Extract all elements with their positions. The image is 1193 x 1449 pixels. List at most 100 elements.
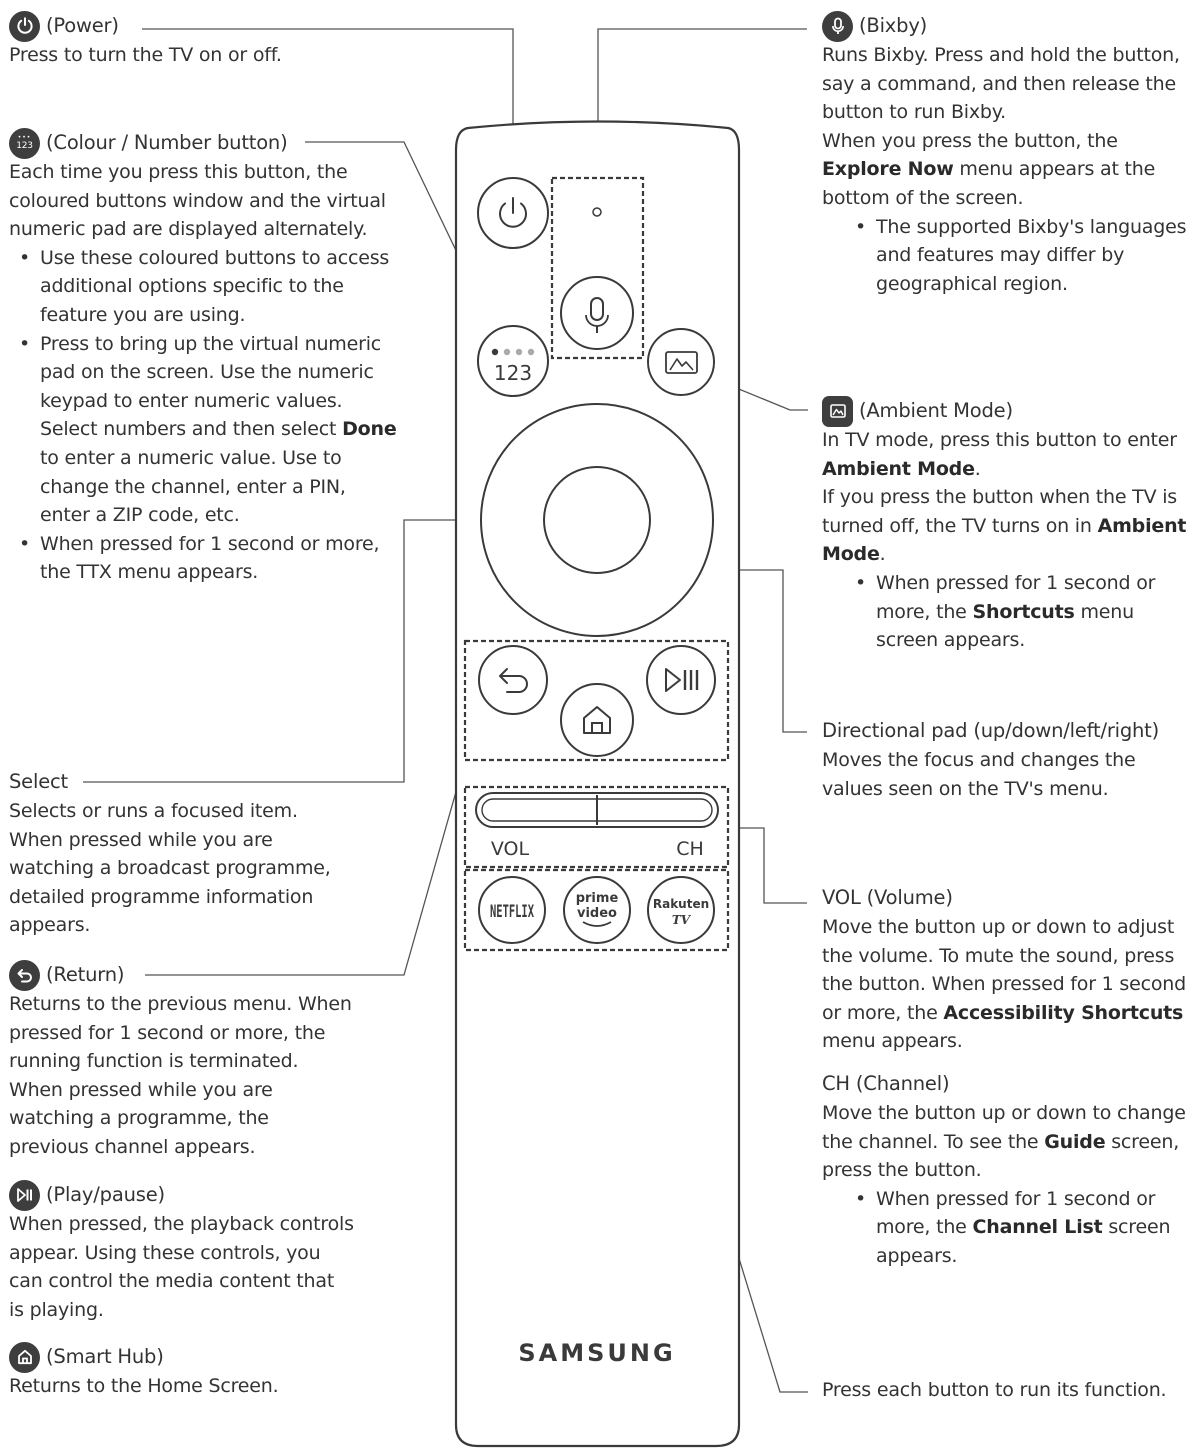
colour-title: (Colour / Number button) — [46, 130, 288, 154]
dpad-section: Directional pad (up/down/left/right) Mov… — [822, 716, 1188, 803]
return-icon — [9, 959, 40, 991]
remote-netflix-button[interactable]: NETFLIX — [478, 876, 546, 944]
ambient-b1-end: menu screen appears. — [876, 600, 1134, 652]
ambient-b1-text: When pressed for 1 second or more, the — [876, 571, 1156, 623]
volch-highlight-box — [463, 785, 730, 869]
ch-desc-end: screen, press the button. — [822, 1130, 1180, 1182]
bixby-bullet-1: The supported Bixby's languages and feat… — [845, 213, 1188, 299]
bixby-p2-text-end: menu appears at the bottom of the screen… — [822, 158, 1156, 209]
ambient-section: (Ambient Mode) In TV mode, press this bu… — [822, 395, 1192, 655]
colour-icon-text: 123 — [16, 141, 33, 151]
apps-desc: Press each button to run its function. — [822, 1379, 1167, 1401]
return-title: (Return) — [46, 962, 125, 986]
channel-list-label: Channel List — [972, 1216, 1103, 1239]
colour-number-icon: ••• 123 — [9, 127, 40, 159]
dpad-desc: Moves the focus and changes the values s… — [822, 749, 1136, 800]
ch-bullets: When pressed for 1 second or more, the C… — [822, 1185, 1192, 1271]
remote-rakuten-button[interactable]: Rakuten TV — [647, 876, 715, 944]
colour-heading: ••• 123 (Colour / Number button) — [9, 127, 401, 159]
ch-bullet-1: When pressed for 1 second or more, the C… — [845, 1185, 1192, 1271]
colour-bullet-3: When pressed for 1 second or more, the T… — [9, 530, 401, 587]
remote-ambient-icon — [665, 351, 698, 374]
vol-desc-end: menu appears. — [822, 1030, 963, 1053]
remote-vol-ch-rocker[interactable] — [475, 792, 719, 828]
remote-return-icon — [499, 668, 528, 693]
shortcuts-label: Shortcuts — [972, 600, 1075, 623]
remote-bixby-button[interactable] — [560, 276, 634, 350]
vol-desc-text: Move the button up or down to adjust the… — [822, 916, 1186, 1024]
ch-b1-text: When pressed for 1 second or more, the — [876, 1187, 1156, 1239]
remote-power-button[interactable] — [477, 177, 549, 249]
return-callout-line — [145, 759, 466, 976]
smarthub-section: (Smart Hub) Returns to the Home Screen. — [9, 1341, 354, 1401]
ambient-p1: In TV mode, press this button to enter A… — [822, 426, 1192, 483]
bixby-p1: Runs Bixby. Press and hold the button, s… — [822, 44, 1180, 124]
ambient-heading: (Ambient Mode) — [822, 395, 1192, 427]
remote-colour-number-button[interactable]: 123 — [477, 325, 549, 397]
rakuten-logo-line1: Rakuten — [653, 897, 709, 911]
bixby-heading: (Bixby) — [822, 10, 1188, 42]
colour-desc: Each time you press this button, the col… — [9, 161, 386, 241]
playpause-desc: When pressed, the playback controls appe… — [9, 1213, 354, 1321]
bixby-highlight-box — [550, 176, 645, 360]
vol-title: VOL (Volume) — [822, 885, 953, 909]
playpause-section: (Play/pause) When pressed, the playback … — [9, 1179, 354, 1324]
netflix-logo-text: NETFLIX — [490, 903, 534, 922]
ambient-title: (Ambient Mode) — [859, 398, 1013, 422]
return-desc: Returns to the previous menu. When press… — [9, 993, 352, 1158]
ambient-p2: If you press the button when the TV is t… — [822, 483, 1192, 569]
dpad-title: Directional pad (up/down/left/right) — [822, 718, 1160, 742]
bixby-p2: When you press the button, the Explore N… — [822, 127, 1188, 213]
remote-vol-label: VOL — [491, 838, 530, 860]
prime-logo-line1: prime — [576, 891, 619, 906]
colour-section: ••• 123 (Colour / Number button) Each ti… — [9, 127, 401, 587]
remote-ch-label: CH — [676, 838, 704, 860]
remote-home-button[interactable] — [560, 683, 634, 757]
colour-b2-text-end: to enter a numeric value. Use to change … — [40, 446, 346, 527]
remote-microphone-icon — [585, 297, 609, 333]
ambient-bullets: When pressed for 1 second or more, the S… — [822, 569, 1192, 655]
return-section: (Return) Returns to the previous menu. W… — [9, 959, 354, 1162]
remote-play-pause-button[interactable] — [646, 645, 716, 715]
remote-number-label: 123 — [494, 361, 532, 385]
playpause-title: (Play/pause) — [46, 1182, 165, 1206]
done-label: Done — [342, 418, 397, 441]
bixby-bullets: The supported Bixby's languages and feat… — [822, 213, 1188, 299]
bixby-section: (Bixby) Runs Bixby. Press and hold the b… — [822, 10, 1188, 299]
ambient-mode-label-2: Ambient Mode — [822, 514, 1187, 566]
ambient-mode-label-1: Ambient Mode — [822, 457, 975, 480]
power-title: (Power) — [46, 13, 119, 37]
guide-label: Guide — [1044, 1130, 1106, 1153]
samsung-brand-logo: SAMSUNG — [518, 1339, 675, 1367]
smarthub-desc: Returns to the Home Screen. — [9, 1375, 279, 1397]
remote-prime-video-button[interactable]: prime video — [563, 876, 631, 944]
microphone-hole — [592, 207, 602, 217]
remote-power-icon — [499, 202, 527, 228]
ambient-p1-text: In TV mode, press this button to enter — [822, 429, 1177, 451]
smarthub-title: (Smart Hub) — [46, 1344, 164, 1368]
volch-callout-line — [728, 827, 807, 904]
navigation-highlight-box — [463, 639, 730, 762]
select-title: Select — [9, 769, 68, 793]
remote-return-button[interactable] — [478, 645, 548, 715]
apps-section: Press each button to run its function. — [822, 1376, 1188, 1405]
colour-bullets: Use these coloured buttons to access add… — [9, 244, 401, 587]
select-desc: Selects or runs a focused item. When pre… — [9, 800, 331, 937]
remote-select-button[interactable] — [543, 466, 651, 574]
remote-home-icon — [583, 706, 611, 734]
power-icon — [9, 10, 40, 42]
remote-ambient-button[interactable] — [647, 328, 715, 396]
vol-desc: Move the button up or down to adjust the… — [822, 913, 1192, 1056]
ch-desc: Move the button up or down to change the… — [822, 1099, 1192, 1185]
ch-b1-end: screen appears. — [876, 1216, 1171, 1267]
play-pause-icon — [9, 1179, 40, 1211]
rakuten-logo-line2: TV — [672, 913, 692, 927]
colour-bullet-2: Press to bring up the virtual numeric pa… — [9, 330, 401, 530]
playpause-heading: (Play/pause) — [9, 1179, 354, 1211]
ambient-bullet-1: When pressed for 1 second or more, the S… — [845, 569, 1192, 655]
explore-now-label: Explore Now — [822, 158, 954, 181]
ch-desc-text: Move the button up or down to change the… — [822, 1101, 1186, 1153]
ambient-mode-icon — [822, 395, 853, 427]
ambient-p2-text: If you press the button when the TV is t… — [822, 486, 1177, 537]
